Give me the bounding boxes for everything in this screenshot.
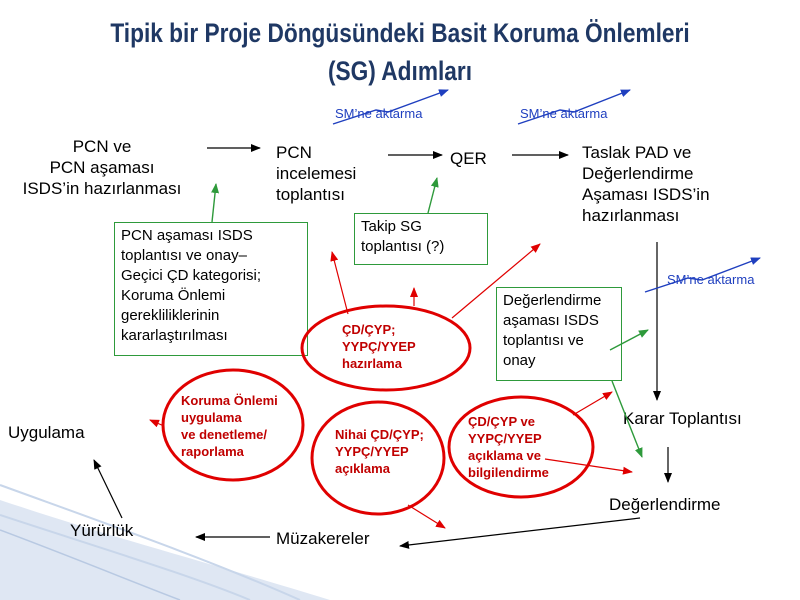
note-line: açıklama [335, 461, 390, 476]
note-line: hazırlama [342, 356, 402, 371]
draft-pad-line: Aşaması ISDS’in [582, 185, 710, 204]
pcn-review-node: PCN incelemesi toplantısı [276, 142, 356, 205]
box-line: onay [503, 352, 536, 369]
box-line: aşaması ISDS [503, 312, 599, 329]
note-line: Koruma Önlemi [181, 393, 278, 408]
note-line: ÇD/ÇYP; [342, 322, 396, 337]
note-line: Nihai ÇD/ÇYP; [335, 427, 424, 442]
decision-meeting-node: Karar Toplantısı [623, 409, 742, 428]
draft-pad-line: hazırlanması [582, 206, 680, 225]
note-line: uygulama [181, 410, 242, 425]
box-line: Değerlendirme [503, 292, 602, 309]
pcn-isds-meeting-box: PCN aşaması ISDS toplantısı ve onay– Geç… [114, 222, 308, 356]
box-line: gerekliliklerinin [121, 307, 220, 324]
box-line: Koruma Önlemi [121, 287, 226, 304]
effectiveness-node: Yürürlük [70, 521, 134, 540]
transfer-label: SM’ne aktarma [667, 272, 755, 287]
final-disclosure-note: Nihai ÇD/ÇYP; YYPÇ/YYEP açıklama [335, 426, 424, 477]
pcn-stage-line: PCN aşaması [49, 158, 155, 177]
note-line: YYPÇ/YYEP [468, 431, 542, 446]
appraisal-isds-meeting-box: Değerlendirme aşaması ISDS toplantısı ve… [496, 287, 622, 381]
note-line: YYPÇ/YYEP [335, 444, 409, 459]
box-line: toplantısı (?) [361, 238, 445, 255]
disclosure-consultation-note: ÇD/ÇYP ve YYPÇ/YYEP açıklama ve bilgilen… [468, 413, 549, 481]
pcn-stage-line: ISDS’in hazırlanması [22, 179, 182, 198]
title-line-1: Tipik bir Proje Döngüsündeki Basit Korum… [110, 18, 690, 48]
transfer-label: SM’ne aktarma [520, 106, 608, 121]
monitoring-note: Koruma Önlemi uygulama ve denetleme/ rap… [181, 392, 278, 460]
slide-title: Tipik bir Proje Döngüsündeki Basit Korum… [64, 14, 736, 90]
note-line: YYPÇ/YYEP [342, 339, 416, 354]
pcn-review-line: PCN [276, 143, 312, 162]
title-line-2: (SG) Adımları [327, 56, 473, 86]
draft-pad-line: Taslak PAD ve [582, 143, 692, 162]
note-line: ÇD/ÇYP ve [468, 414, 535, 429]
pcn-stage-line: PCN ve [72, 137, 132, 156]
appraisal-node: Değerlendirme [609, 495, 721, 514]
pcn-review-line: incelemesi [276, 164, 357, 183]
note-line: açıklama ve [468, 448, 542, 463]
box-line: Takip SG [361, 218, 422, 235]
transfer-label: SM’ne aktarma [335, 106, 423, 121]
box-line: Geçici ÇD kategorisi; [121, 267, 262, 284]
note-line: raporlama [181, 444, 244, 459]
negotiation-node: Müzakereler [276, 529, 370, 548]
prepare-docs-note: ÇD/ÇYP; YYPÇ/YYEP hazırlama [342, 321, 416, 372]
pcn-stage-node: PCN ve PCN aşaması ISDS’in hazırlanması [6, 136, 198, 199]
box-line: PCN aşaması ISDS [121, 227, 253, 244]
note-line: bilgilendirme [468, 465, 549, 480]
box-line: toplantısı ve onay– [121, 247, 247, 264]
box-line: toplantısı ve [503, 332, 584, 349]
box-line: kararlaştırılması [121, 327, 228, 344]
followup-sg-meeting-box: Takip SG toplantısı (?) [354, 213, 488, 265]
draft-pad-line: Değerlendirme [582, 164, 694, 183]
implementation-node: Uygulama [8, 423, 85, 442]
pcn-review-line: toplantısı [276, 185, 345, 204]
draft-pad-node: Taslak PAD ve Değerlendirme Aşaması ISDS… [582, 142, 710, 226]
note-line: ve denetleme/ [181, 427, 267, 442]
qer-node: QER [450, 149, 487, 168]
